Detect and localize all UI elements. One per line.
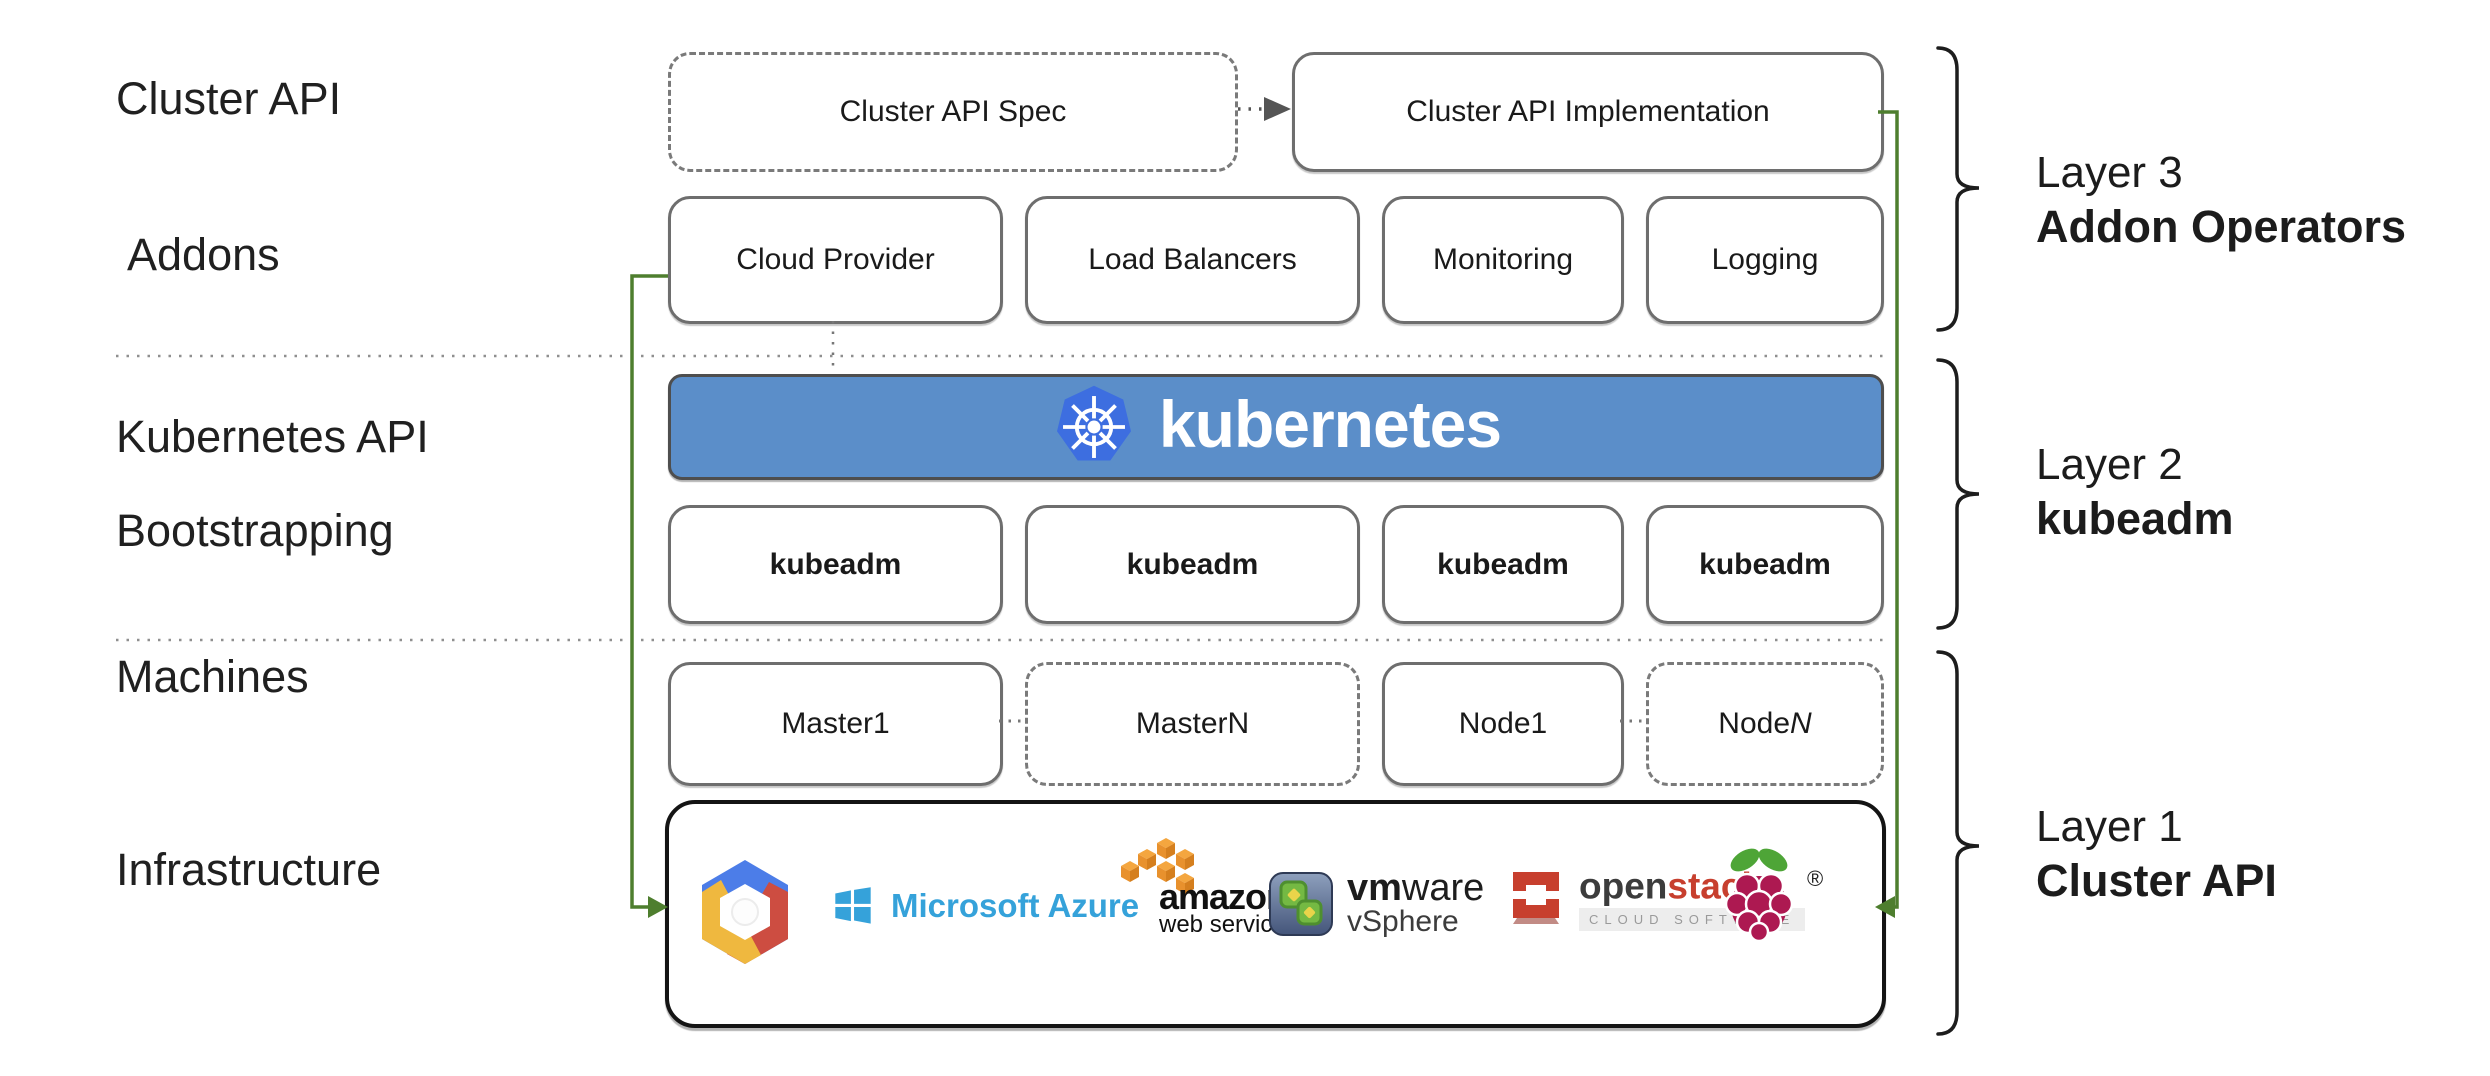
addon-box-cloud-provider: Cloud Provider [668, 196, 1003, 324]
kubeadm-box-1: kubeadm [668, 505, 1003, 624]
spec-to-implementation-arrowhead [1264, 97, 1291, 121]
vsphere-icon [1269, 872, 1333, 936]
raspberry-pi-logo: ® [1711, 844, 1823, 952]
cloud-provider-to-infrastructure-line [630, 274, 668, 909]
raspberry-pi-icon [1724, 848, 1794, 943]
machine-label-suffix: N [1227, 707, 1250, 740]
layer-3-title: Addon Operators [2036, 201, 2407, 252]
row-label-kubernetes-api: Kubernetes API [116, 411, 429, 462]
machine-box-master-n: Master N [1025, 662, 1360, 786]
layer-2-name: Layer 2 [2036, 440, 2183, 489]
openstack-icon [1509, 871, 1563, 924]
machine-label: Node [1458, 707, 1531, 740]
machine-box-master-1: Master 1 [668, 662, 1003, 786]
openstack-label-open: open [1579, 865, 1668, 907]
google-cloud-logo [691, 854, 799, 972]
row-label-cluster-api: Cluster API [116, 73, 342, 124]
layer-1-label: Layer 1 Cluster API [2036, 800, 2277, 908]
row-label-infrastructure: Infrastructure [116, 844, 382, 895]
machine-label: Master [1135, 707, 1228, 740]
vmware-logo: vmware vSphere [1269, 867, 1485, 938]
machine-label: Master [781, 707, 873, 740]
aws-label: amazon [1159, 876, 1288, 917]
kubernetes-banner: kubernetes [668, 374, 1884, 480]
machine-box-node-1: Node 1 [1382, 662, 1624, 786]
cluster-api-implementation-box: Cluster API Implementation [1292, 52, 1884, 172]
kubernetes-logo-icon [1056, 385, 1131, 461]
kubernetes-wordmark: kubernetes [1158, 387, 1502, 461]
kubeadm-box-3: kubeadm [1382, 505, 1624, 624]
layer-3-brace [1936, 46, 1980, 332]
vmware-sublabel: vSphere [1347, 905, 1459, 938]
addon-box-logging: Logging [1646, 196, 1884, 324]
google-cloud-icon [702, 860, 788, 964]
azure-icon [835, 887, 871, 924]
infrastructure-box: Microsoft Azure amazon [665, 800, 1886, 1028]
addon-box-load-balancers: Load Balancers [1025, 196, 1360, 324]
layer-1-name: Layer 1 [2036, 802, 2183, 851]
vmware-label-bold: vm [1347, 867, 1402, 909]
azure-logo: Microsoft Azure [827, 880, 1139, 932]
raspberry-registered-mark: ® [1807, 866, 1824, 891]
row-label-machines: Machines [116, 651, 309, 702]
layer-2-brace [1936, 358, 1980, 630]
layer-2-title: kubeadm [2036, 493, 2234, 544]
addon-box-monitoring: Monitoring [1382, 196, 1624, 324]
vmware-label: ware [1401, 867, 1485, 909]
machine-label-suffix: 1 [1530, 707, 1548, 740]
layer-1-title: Cluster API [2036, 855, 2277, 906]
azure-label: Microsoft Azure [891, 887, 1140, 924]
kubeadm-box-2: kubeadm [1025, 505, 1360, 624]
kubeadm-box-4: kubeadm [1646, 505, 1884, 624]
cluster-api-spec-box: Cluster API Spec [668, 52, 1238, 172]
layer-1-brace [1936, 650, 1980, 1036]
row-label-bootstrapping: Bootstrapping [116, 505, 394, 556]
row-label-addons: Addons [127, 229, 280, 280]
machine-label-suffix: 1 [873, 707, 890, 740]
machine-box-node-n: Node N [1646, 662, 1884, 786]
layer-3-name: Layer 3 [2036, 148, 2183, 197]
layer-2-label: Layer 2 kubeadm [2036, 438, 2234, 546]
machine-label-suffix: N [1790, 707, 1812, 740]
layer-3-label: Layer 3 Addon Operators [2036, 146, 2406, 254]
machine-label: Node [1718, 707, 1791, 740]
